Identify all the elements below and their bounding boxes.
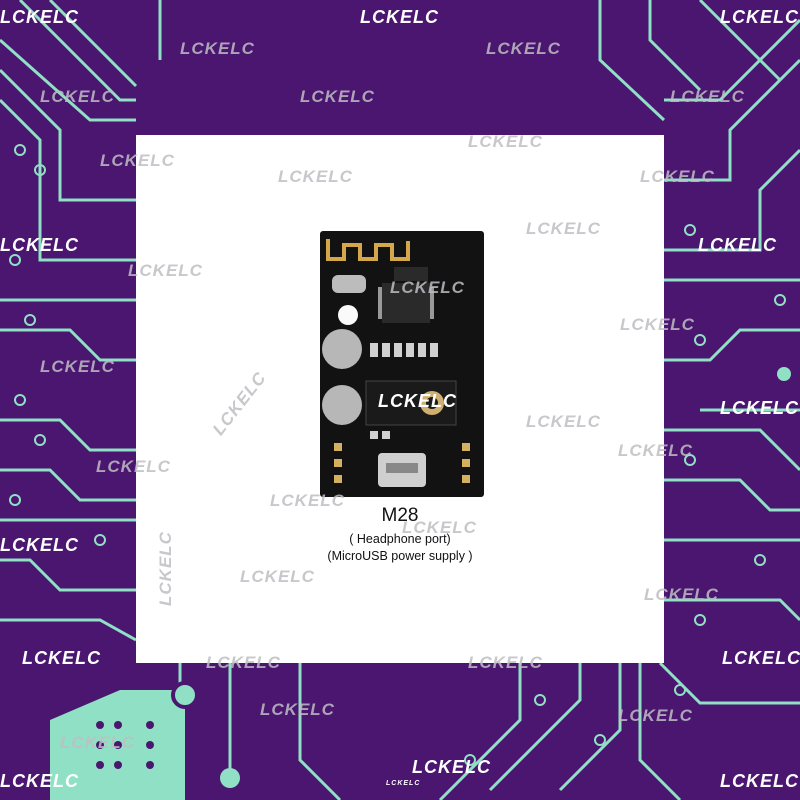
watermark: LCKELC bbox=[644, 585, 719, 604]
watermark: LCKELC bbox=[698, 235, 777, 255]
watermark: LCKELC bbox=[402, 518, 477, 537]
watermark: LCKELC bbox=[300, 87, 375, 106]
watermark: LCKELC bbox=[526, 219, 601, 238]
model-label: M28 bbox=[381, 505, 419, 526]
watermark: LCKELC bbox=[670, 87, 745, 106]
watermark: LCKELC bbox=[386, 780, 421, 787]
watermark: LCKELC bbox=[412, 757, 491, 777]
watermark: LCKELC bbox=[526, 412, 601, 431]
watermark: LCKELC bbox=[486, 39, 561, 58]
m28-bluetooth-board-image bbox=[320, 231, 484, 497]
watermark: LCKELC bbox=[155, 531, 175, 606]
watermark: LCKELC bbox=[128, 261, 203, 280]
watermark: LCKELC bbox=[180, 39, 255, 58]
watermark: LCKELC bbox=[640, 167, 715, 186]
watermark: LCKELC bbox=[270, 491, 345, 510]
watermark: LCKELC bbox=[40, 87, 115, 106]
watermark: LCKELC bbox=[720, 7, 799, 27]
watermark: LCKELC bbox=[96, 457, 171, 476]
watermark: LCKELC bbox=[618, 706, 693, 725]
watermark: LCKELC bbox=[278, 167, 353, 186]
watermark: LCKELC bbox=[22, 648, 101, 668]
watermark: LCKELC bbox=[260, 700, 335, 719]
watermark: LCKELC bbox=[360, 7, 439, 27]
watermark: LCKELC bbox=[0, 535, 79, 555]
watermark: LCKELC bbox=[468, 653, 543, 672]
watermark: LCKELC bbox=[100, 151, 175, 170]
caption-headphone-port: ( Headphone port) bbox=[349, 532, 451, 546]
watermark: LCKELC bbox=[60, 733, 135, 752]
watermark: LCKELC bbox=[40, 357, 115, 376]
watermark: LCKELC bbox=[468, 132, 543, 151]
watermark: LCKELC bbox=[206, 653, 281, 672]
caption-power-supply: (MicroUSB power supply ) bbox=[327, 549, 473, 563]
watermark: LCKELC bbox=[240, 567, 315, 586]
watermark: LCKELC bbox=[0, 7, 79, 27]
watermark: LCKELC bbox=[722, 648, 800, 668]
watermark: LCKELC bbox=[720, 398, 799, 418]
watermark: LCKELC bbox=[390, 278, 465, 297]
product-panel: M28 ( Headphone port) (MicroUSB power su… bbox=[136, 135, 664, 663]
watermark: LCKELC bbox=[618, 441, 693, 460]
watermark: LCKELC bbox=[720, 771, 799, 791]
watermark: LCKELC bbox=[620, 315, 695, 334]
watermark: LCKELC bbox=[378, 391, 457, 411]
watermark: LCKELC bbox=[0, 771, 79, 791]
watermark: LCKELC bbox=[0, 235, 79, 255]
